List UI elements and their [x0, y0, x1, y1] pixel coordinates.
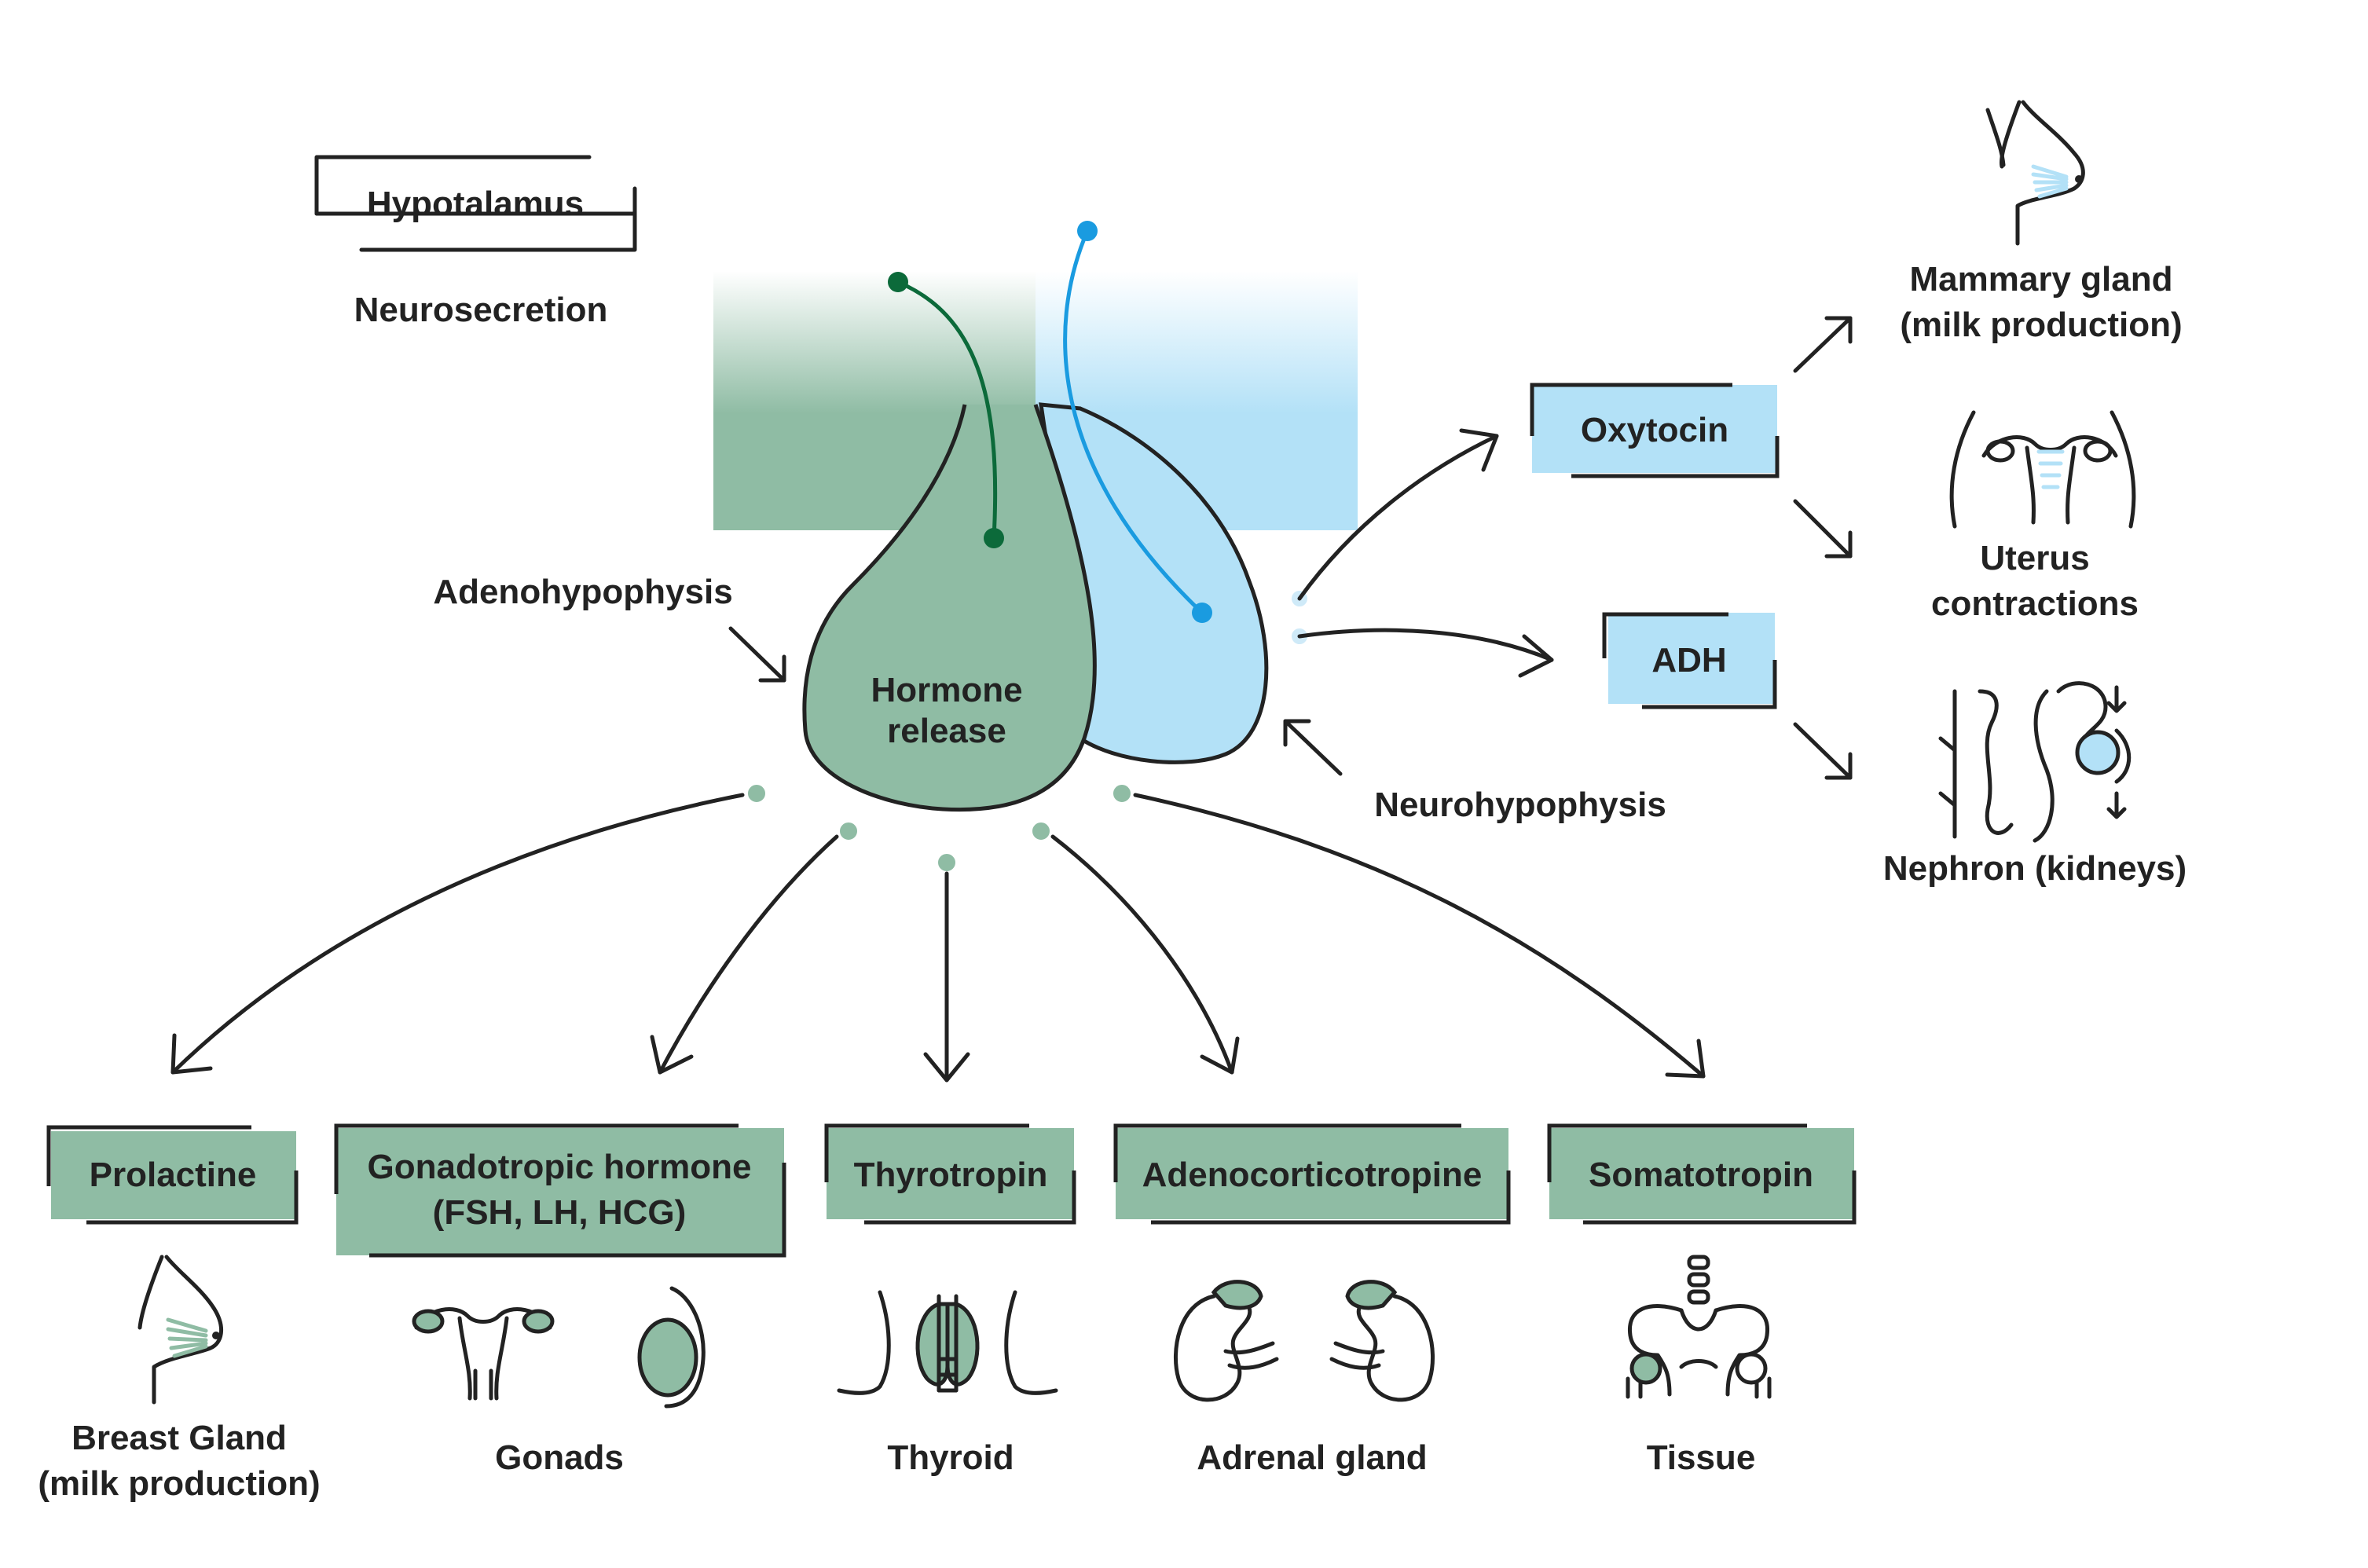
tissue-icon [1626, 1255, 1772, 1399]
tissue-label: Tissue [1647, 1438, 1756, 1477]
nephron-label: Nephron (kidneys) [1883, 849, 2187, 888]
hypothalamus-label: Hypotalamus [367, 185, 584, 223]
prolactine-release-dot [746, 783, 767, 804]
adh-arrow [1297, 628, 1554, 678]
gonads-icon [412, 1286, 706, 1409]
green-nerve-fiber [897, 280, 998, 539]
oxytocin-to-mammary-arrow [1793, 316, 1853, 373]
adenocorticotropine-box: Adenocorticotropine [1113, 1123, 1511, 1225]
gonadotropic-label-line2: (FSH, LH, HCG) [433, 1193, 687, 1232]
hormone-release-label-line2: release [887, 712, 1006, 750]
adenohypophysis-pointer-arrow [728, 626, 786, 683]
thyrotropin-label: Thyrotropin [854, 1156, 1048, 1194]
gonadotropic-label-line1: Gonadotropic hormone [368, 1148, 752, 1186]
adenocorticotropine-label: Adenocorticotropine [1142, 1156, 1483, 1194]
somatotropin-release-dot [1112, 783, 1132, 804]
breast-gland-label-line1: Breast Gland [71, 1419, 287, 1457]
adenohypophysis-label: Adenohypophysis [433, 573, 732, 611]
oxytocin-arrow [1297, 428, 1499, 601]
somatotropin-arrow [1133, 793, 1706, 1079]
prolactine-box: Prolactine [46, 1125, 299, 1225]
blue-nerve-fiber [1063, 230, 1204, 614]
prolactine-arrow [170, 793, 745, 1075]
somatotropin-box: Somatotropin [1547, 1123, 1857, 1225]
nephron-icon [1938, 681, 2132, 843]
gonadotropic-arrow [650, 834, 839, 1075]
somatotropin-label: Somatotropin [1589, 1156, 1813, 1194]
green-fiber-start-dot [888, 272, 908, 292]
thyroid-label: Thyroid [887, 1438, 1014, 1477]
blue-fiber-start-dot [1077, 221, 1098, 241]
adenohypophysis [802, 404, 1097, 812]
oxytocin-label: Oxytocin [1581, 411, 1728, 449]
thyrotropin-arrow [923, 871, 970, 1083]
neurosecretion-label: Neurosecretion [354, 291, 608, 329]
thyrotropin-release-dot [937, 852, 957, 873]
mammary-gland-icon [1985, 100, 2085, 246]
adrenal-gland-icon [1173, 1280, 1435, 1402]
gonadotropic-box: Gonadotropic hormone (FSH, LH, HCG) [334, 1123, 786, 1258]
adenocorticotropine-release-dot [1031, 821, 1051, 841]
thyroid-icon [837, 1290, 1058, 1395]
uterus-label-line1: Uterus [1980, 539, 2089, 577]
adrenal-gland-label: Adrenal gland [1197, 1438, 1427, 1477]
breast-icon [137, 1255, 224, 1405]
green-fiber-end-dot [984, 528, 1004, 548]
hormone-release-label-line1: Hormone [871, 671, 1022, 709]
mammary-gland-label-line1: Mammary gland [1910, 260, 2173, 299]
adenocorticotropine-arrow [1050, 834, 1240, 1075]
blue-fiber-end-dot [1192, 603, 1212, 623]
adh-to-nephron-arrow [1793, 722, 1853, 780]
neurohypophysis-pointer-arrow [1283, 719, 1343, 776]
uterus-label-line2: contractions [1931, 584, 2139, 623]
gonads-label: Gonads [495, 1438, 624, 1477]
breast-gland-label-line2: (milk production) [38, 1464, 320, 1503]
oxytocin-box: Oxytocin [1530, 383, 1780, 478]
adh-box: ADH [1602, 612, 1777, 709]
hypothalamus-label-box: Hypotalamus [314, 155, 637, 252]
mammary-gland-label-line2: (milk production) [1900, 306, 2182, 344]
adh-label: ADH [1651, 641, 1726, 680]
uterus-icon-top [1949, 410, 2136, 529]
gonadotropic-release-dot [838, 821, 859, 841]
prolactine-label: Prolactine [90, 1156, 257, 1194]
oxytocin-to-uterus-arrow [1793, 499, 1853, 559]
neurohypophysis-label: Neurohypophysis [1374, 786, 1666, 824]
thyrotropin-box: Thyrotropin [824, 1123, 1076, 1225]
